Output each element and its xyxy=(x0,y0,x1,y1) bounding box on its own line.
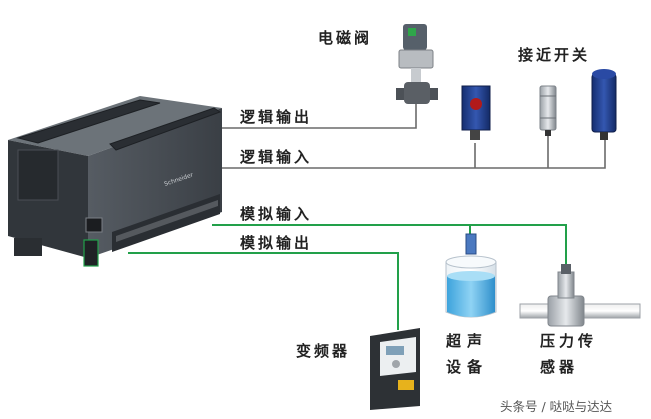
analog-input-label: 模拟输入 xyxy=(240,205,312,223)
labels: 逻辑输出 逻辑输入 模拟输入 模拟输出 电磁阀 接近开关 变频器 超声 设备 压… xyxy=(240,29,613,414)
solenoid-valve-label: 电磁阀 xyxy=(318,29,372,47)
ultrasonic-label-line1: 超声 xyxy=(445,332,488,350)
pressure-sensor-pipe xyxy=(519,264,641,327)
analog-output-label: 模拟输出 xyxy=(240,234,312,252)
inductive-proximity-switch xyxy=(539,85,557,136)
solenoid-valve xyxy=(396,24,438,104)
pressure-label-line1: 压力传 xyxy=(540,332,597,350)
watermark: 头条号 / 哒哒与达达 xyxy=(500,399,613,414)
plc-top-face xyxy=(8,96,222,156)
plc-din-foot xyxy=(14,238,42,256)
variable-frequency-drive xyxy=(370,328,420,410)
vfd-label: 变频器 xyxy=(296,342,350,360)
logic-input-wire xyxy=(148,140,606,169)
plc-display-panel xyxy=(17,149,59,201)
capacitive-proximity-switch xyxy=(591,69,617,140)
plc-connector xyxy=(83,239,99,267)
logic-output-label: 逻辑输出 xyxy=(240,108,312,126)
plc-ethernet-port xyxy=(85,217,103,233)
photo-sensor-box xyxy=(461,85,491,140)
logic-input-label: 逻辑输入 xyxy=(240,148,312,166)
plc-terminal-bottom xyxy=(112,194,220,252)
logic-output-wire xyxy=(205,102,417,129)
analog-input-wire xyxy=(212,224,567,268)
proximity-switch-label: 接近开关 xyxy=(518,46,590,64)
pressure-label-line2: 感器 xyxy=(540,358,578,376)
plc-terminal-top xyxy=(16,99,222,151)
logic-wires xyxy=(148,102,606,169)
analog-wires xyxy=(128,224,567,330)
ultrasonic-level-tank xyxy=(445,233,497,318)
plc-controller: Schneider xyxy=(8,96,222,267)
ultrasonic-label-line2: 设备 xyxy=(446,358,488,376)
analog-output-wire xyxy=(128,252,399,330)
